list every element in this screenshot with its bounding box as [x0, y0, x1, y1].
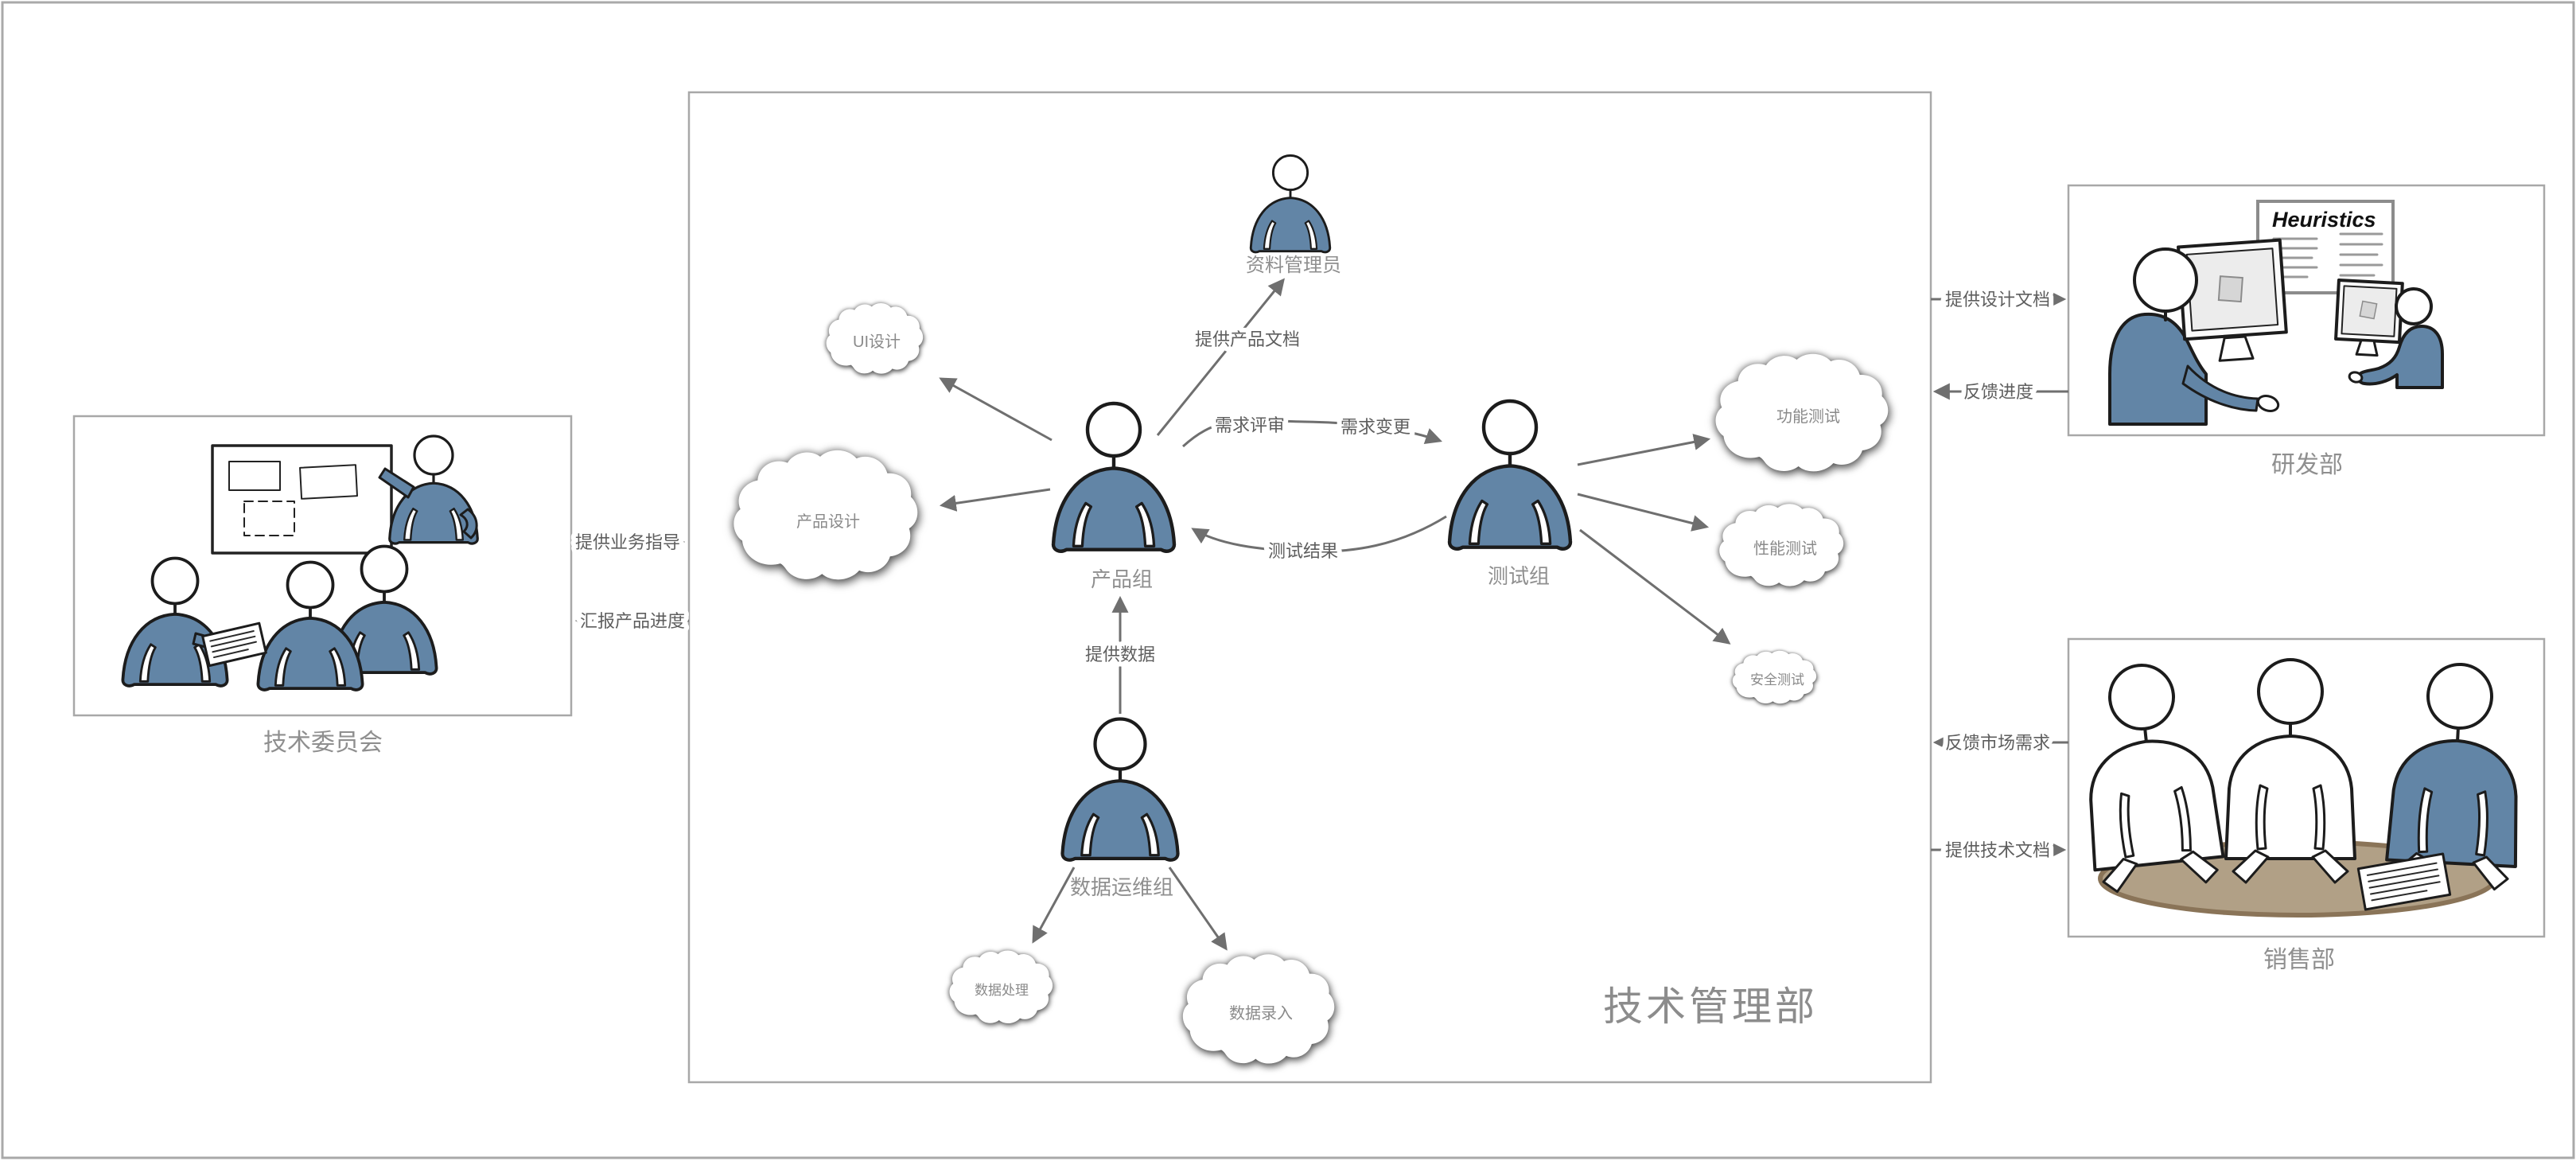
cloud-data-processing: 数据处理 — [949, 950, 1053, 1024]
monitor-icon — [2177, 238, 2288, 362]
salesperson-figure — [2386, 661, 2526, 890]
arrow-product-to-product-design — [939, 488, 1051, 512]
cloud-product-design: 产品设计 — [733, 450, 918, 580]
actor-label: 资料管理员 — [1246, 255, 1341, 276]
flow-label: 测试结果 — [1268, 541, 1338, 561]
cloud-label: 产品设计 — [796, 512, 860, 531]
developer-figure — [2334, 279, 2444, 389]
monitor-icon — [2334, 279, 2404, 357]
connector-provide-design-doc: 提供设计文档 — [1931, 285, 2067, 314]
arrow-test-to-performance — [1577, 493, 1710, 532]
main-box-title: 技术管理部 — [1603, 984, 1818, 1029]
tech-committee-box — [72, 415, 573, 717]
connector-provide-tech-doc: 提供技术文档 — [1931, 836, 2067, 865]
connector-report-product-progress: 汇报产品进度 — [574, 606, 690, 636]
arrow-product-to-ui-design — [939, 377, 1053, 442]
cloud-functional-test: 功能测试 — [1715, 353, 1889, 472]
cloud-data-entry: 数据录入 — [1182, 954, 1335, 1064]
developer-figure — [2108, 238, 2288, 426]
sales-box-label: 销售部 — [2263, 947, 2335, 973]
rnd-scene: Heuristics — [2108, 200, 2444, 426]
connector-label: 反馈市场需求 — [1945, 733, 2050, 753]
flow-provide-product-doc: 提供产品文档 — [1156, 278, 1305, 436]
whiteboard-rect — [299, 464, 358, 500]
salesperson-figure — [2224, 658, 2356, 884]
actor-label: 产品组 — [1091, 567, 1153, 591]
connector-label: 提供业务指导 — [575, 532, 680, 552]
actor-doc-manager: 资料管理员 — [1246, 154, 1341, 276]
whiteboard-dashed-rect — [243, 501, 295, 536]
paper-icon — [201, 621, 267, 668]
connector-label: 提供设计文档 — [1945, 290, 2050, 310]
cloud-security-test: 安全测试 — [1732, 650, 1817, 704]
presenter-figure — [378, 434, 479, 545]
cloud-label: 功能测试 — [1776, 407, 1840, 426]
connector-label: 提供技术文档 — [1945, 840, 2050, 860]
cloud-label: 性能测试 — [1753, 540, 1817, 558]
arrow-dataops-to-data-entry — [1168, 867, 1228, 951]
sales-scene — [2072, 656, 2526, 918]
rnd-box — [2067, 184, 2546, 437]
actor-product-group: 产品组 — [1053, 403, 1174, 591]
connector-provide-business-guidance: 提供业务指导 — [570, 528, 686, 557]
committee-box-label: 技术委员会 — [263, 730, 383, 756]
sales-box — [2067, 637, 2546, 938]
salesperson-figure — [2072, 656, 2228, 896]
connector-feedback-progress: 反馈进度 — [1932, 377, 2068, 407]
paper-icon — [2356, 852, 2452, 911]
arrow-test-to-security — [1579, 528, 1731, 645]
flow-label: 需求变更 — [1341, 417, 1411, 437]
rnd-box-label: 研发部 — [2271, 452, 2343, 478]
cloud-ui-design: UI设计 — [826, 303, 924, 374]
cloud-label: 数据录入 — [1229, 1004, 1293, 1023]
connector-feedback-market-demand: 反馈市场需求 — [1932, 728, 2068, 758]
cloud-label: UI设计 — [853, 333, 901, 351]
flow-label: 提供数据 — [1085, 645, 1155, 664]
cloud-label: 数据处理 — [975, 983, 1029, 998]
cloud-label: 安全测试 — [1750, 672, 1804, 688]
flow-label: 需求评审 — [1215, 415, 1285, 435]
connector-label: 汇报产品进度 — [580, 611, 685, 631]
arrow-test-to-functional — [1577, 434, 1711, 466]
actor-label: 测试组 — [1488, 564, 1550, 588]
whiteboard-rect — [228, 461, 281, 491]
poster-title: Heuristics — [2272, 208, 2376, 232]
cloud-performance-test: 性能测试 — [1719, 504, 1844, 586]
actor-label: 数据运维组 — [1070, 875, 1173, 899]
tech-management-box — [687, 91, 1932, 1084]
actor-test-group: 测试组 — [1449, 401, 1570, 588]
arrow-dataops-to-data-processing — [1032, 867, 1076, 944]
flow-test-result: 测试结果 — [1191, 515, 1447, 566]
flow-provide-data: 提供数据 — [1080, 595, 1160, 714]
flow-label: 提供产品文档 — [1195, 329, 1300, 349]
actor-data-ops-group: 数据运维组 — [1062, 719, 1177, 899]
connector-label: 反馈进度 — [1963, 382, 2033, 402]
flow-requirement-review-change: 需求评审 需求变更 — [1181, 411, 1442, 448]
audience-figure — [121, 556, 245, 688]
committee-scene — [121, 434, 479, 692]
